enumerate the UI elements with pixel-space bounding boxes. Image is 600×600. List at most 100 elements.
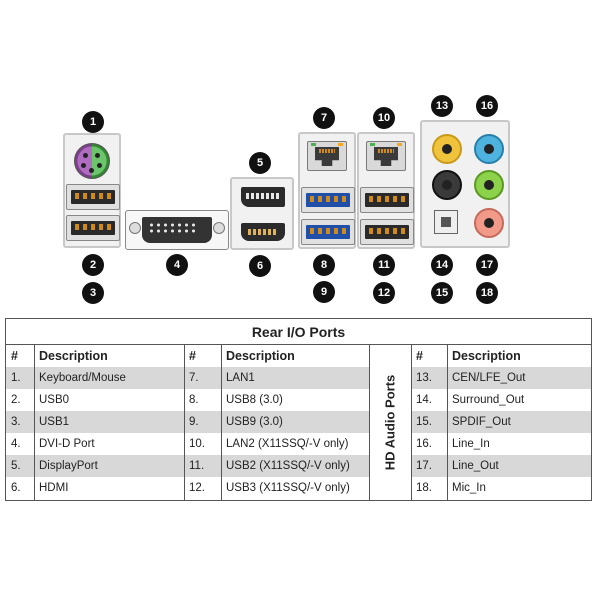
row-num: 7. — [189, 372, 199, 384]
table-row: 3. USB1 9. USB9 (3.0) 15. SPDIF_Out — [6, 411, 591, 433]
row-desc: CEN/LFE_Out — [452, 372, 526, 384]
callout-badge: 1 — [82, 111, 104, 133]
row-num: 14. — [416, 394, 432, 406]
lan2-port-icon — [366, 141, 406, 171]
callout-badge: 16 — [476, 95, 498, 117]
row-num: 12. — [189, 482, 205, 494]
column-divider — [184, 345, 185, 500]
hdmi-port-icon — [241, 223, 285, 241]
callout-badge: 2 — [82, 254, 104, 276]
column-divider — [369, 345, 370, 500]
row-desc: USB2 (X11SSQ/-V only) — [226, 460, 350, 472]
row-desc: LAN1 — [226, 372, 255, 384]
row-desc: Keyboard/Mouse — [39, 372, 126, 384]
row-num: 2. — [11, 394, 21, 406]
callout-badge: 9 — [313, 281, 335, 303]
callout-badge: 15 — [431, 282, 453, 304]
cen-lfe-jack-icon — [432, 134, 462, 164]
callout-badge: 7 — [313, 107, 335, 129]
column-divider — [411, 345, 412, 500]
surround-jack-icon — [432, 170, 462, 200]
hd-audio-label-text: HD Audio Ports — [382, 374, 398, 471]
audio-panel — [420, 120, 510, 248]
row-desc: USB3 (X11SSQ/-V only) — [226, 482, 350, 494]
column-divider — [34, 345, 35, 500]
callout-badge: 11 — [373, 254, 395, 276]
row-desc: LAN2 (X11SSQ/-V only) — [226, 438, 349, 450]
col-header-num: # — [416, 349, 423, 363]
callout-badge: 17 — [476, 254, 498, 276]
line-out-jack-icon — [474, 170, 504, 200]
line-in-jack-icon — [474, 134, 504, 164]
row-desc: Mic_In — [452, 482, 486, 494]
col-header-desc: Description — [452, 349, 521, 363]
row-num: 18. — [416, 482, 432, 494]
row-num: 16. — [416, 438, 432, 450]
row-num: 13. — [416, 372, 432, 384]
row-desc: USB8 (3.0) — [226, 394, 283, 406]
column-divider — [447, 345, 448, 500]
rear-io-diagram: 1 2 3 4 5 6 7 8 9 10 11 12 13 14 15 16 1… — [63, 95, 510, 304]
usb9-port-icon — [301, 219, 355, 245]
row-num: 9. — [189, 416, 199, 428]
row-desc: USB0 — [39, 394, 70, 406]
spdif-port-icon — [434, 210, 458, 234]
col-header-desc: Description — [39, 349, 108, 363]
table-body: # Description # Description # Descriptio… — [6, 345, 591, 500]
callout-badge: 4 — [166, 254, 188, 276]
callout-badge: 8 — [313, 254, 335, 276]
lan2-usb-panel — [357, 132, 415, 249]
displayport-icon — [241, 187, 285, 207]
hd-audio-section-label: HD Audio Ports — [369, 345, 411, 500]
callout-badge: 5 — [249, 152, 271, 174]
row-num: 17. — [416, 460, 432, 472]
row-desc: Line_In — [452, 438, 490, 450]
row-num: 11. — [189, 460, 205, 472]
row-num: 3. — [11, 416, 21, 428]
dvi-port-icon — [125, 210, 229, 250]
ps2-port-icon — [74, 143, 110, 179]
lan1-usb3-panel — [298, 132, 356, 249]
table-row: 6. HDMI 12. USB3 (X11SSQ/-V only) 18. Mi… — [6, 477, 591, 499]
row-num: 4. — [11, 438, 21, 450]
row-num: 10. — [189, 438, 205, 450]
table-header-row: # Description # Description # Descriptio… — [6, 345, 591, 367]
row-desc: SPDIF_Out — [452, 416, 511, 428]
video-panel — [230, 177, 294, 250]
usb2-port-icon — [360, 187, 414, 213]
table-row: 1. Keyboard/Mouse 7. LAN1 13. CEN/LFE_Ou… — [6, 367, 591, 389]
row-desc: HDMI — [39, 482, 69, 494]
row-num: 1. — [11, 372, 21, 384]
callout-badge: 3 — [82, 282, 104, 304]
row-num: 15. — [416, 416, 432, 428]
row-desc: USB9 (3.0) — [226, 416, 283, 428]
table-row: 5. DisplayPort 11. USB2 (X11SSQ/-V only)… — [6, 455, 591, 477]
callout-badge: 10 — [373, 107, 395, 129]
mic-jack-icon — [474, 208, 504, 238]
row-num: 8. — [189, 394, 199, 406]
callout-badge: 18 — [476, 282, 498, 304]
col-header-num: # — [11, 349, 18, 363]
col-header-num: # — [189, 349, 196, 363]
callout-badge: 14 — [431, 254, 453, 276]
row-desc: Surround_Out — [452, 394, 525, 406]
usb1-port-icon — [66, 215, 120, 241]
col-header-desc: Description — [226, 349, 295, 363]
row-desc: DisplayPort — [39, 460, 98, 472]
ps2-usb-panel — [63, 133, 121, 248]
callout-badge: 6 — [249, 255, 271, 277]
usb3-port-icon — [360, 219, 414, 245]
usb8-port-icon — [301, 187, 355, 213]
callout-badge: 13 — [431, 95, 453, 117]
table-title: Rear I/O Ports — [6, 319, 591, 345]
usb0-port-icon — [66, 184, 120, 210]
row-num: 6. — [11, 482, 21, 494]
table-row: 4. DVI-D Port 10. LAN2 (X11SSQ/-V only) … — [6, 433, 591, 455]
callout-badge: 12 — [373, 282, 395, 304]
row-desc: DVI-D Port — [39, 438, 95, 450]
lan1-port-icon — [307, 141, 347, 171]
row-desc: USB1 — [39, 416, 70, 428]
column-divider — [221, 345, 222, 500]
table-row: 2. USB0 8. USB8 (3.0) 14. Surround_Out — [6, 389, 591, 411]
rear-io-table: Rear I/O Ports # Description # Descripti… — [5, 318, 592, 501]
